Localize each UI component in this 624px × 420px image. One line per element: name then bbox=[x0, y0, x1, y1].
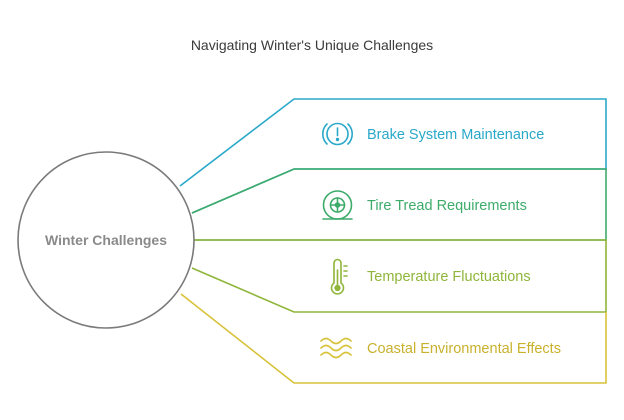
tire-icon bbox=[322, 190, 353, 220]
item-label-tire: Tire Tread Requirements bbox=[367, 198, 527, 214]
item-label-temperature: Temperature Fluctuations bbox=[367, 269, 531, 285]
item-label-coastal: Coastal Environmental Effects bbox=[367, 341, 561, 357]
center-circle bbox=[17, 151, 195, 329]
item-label-brake: Brake System Maintenance bbox=[367, 127, 544, 143]
band-1 bbox=[179, 98, 607, 214]
diagram-title: Navigating Winter's Unique Challenges bbox=[190, 37, 434, 53]
band-4-outline bbox=[180, 293, 607, 384]
band-4 bbox=[180, 293, 607, 384]
thermometer-icon bbox=[330, 258, 348, 295]
band-3 bbox=[191, 239, 607, 313]
center-label: Winter Challenges bbox=[45, 232, 167, 248]
waves-icon bbox=[320, 337, 352, 359]
band-1-outline bbox=[179, 98, 607, 214]
warning-circle-icon bbox=[322, 122, 353, 146]
band-3-outline bbox=[191, 239, 607, 313]
